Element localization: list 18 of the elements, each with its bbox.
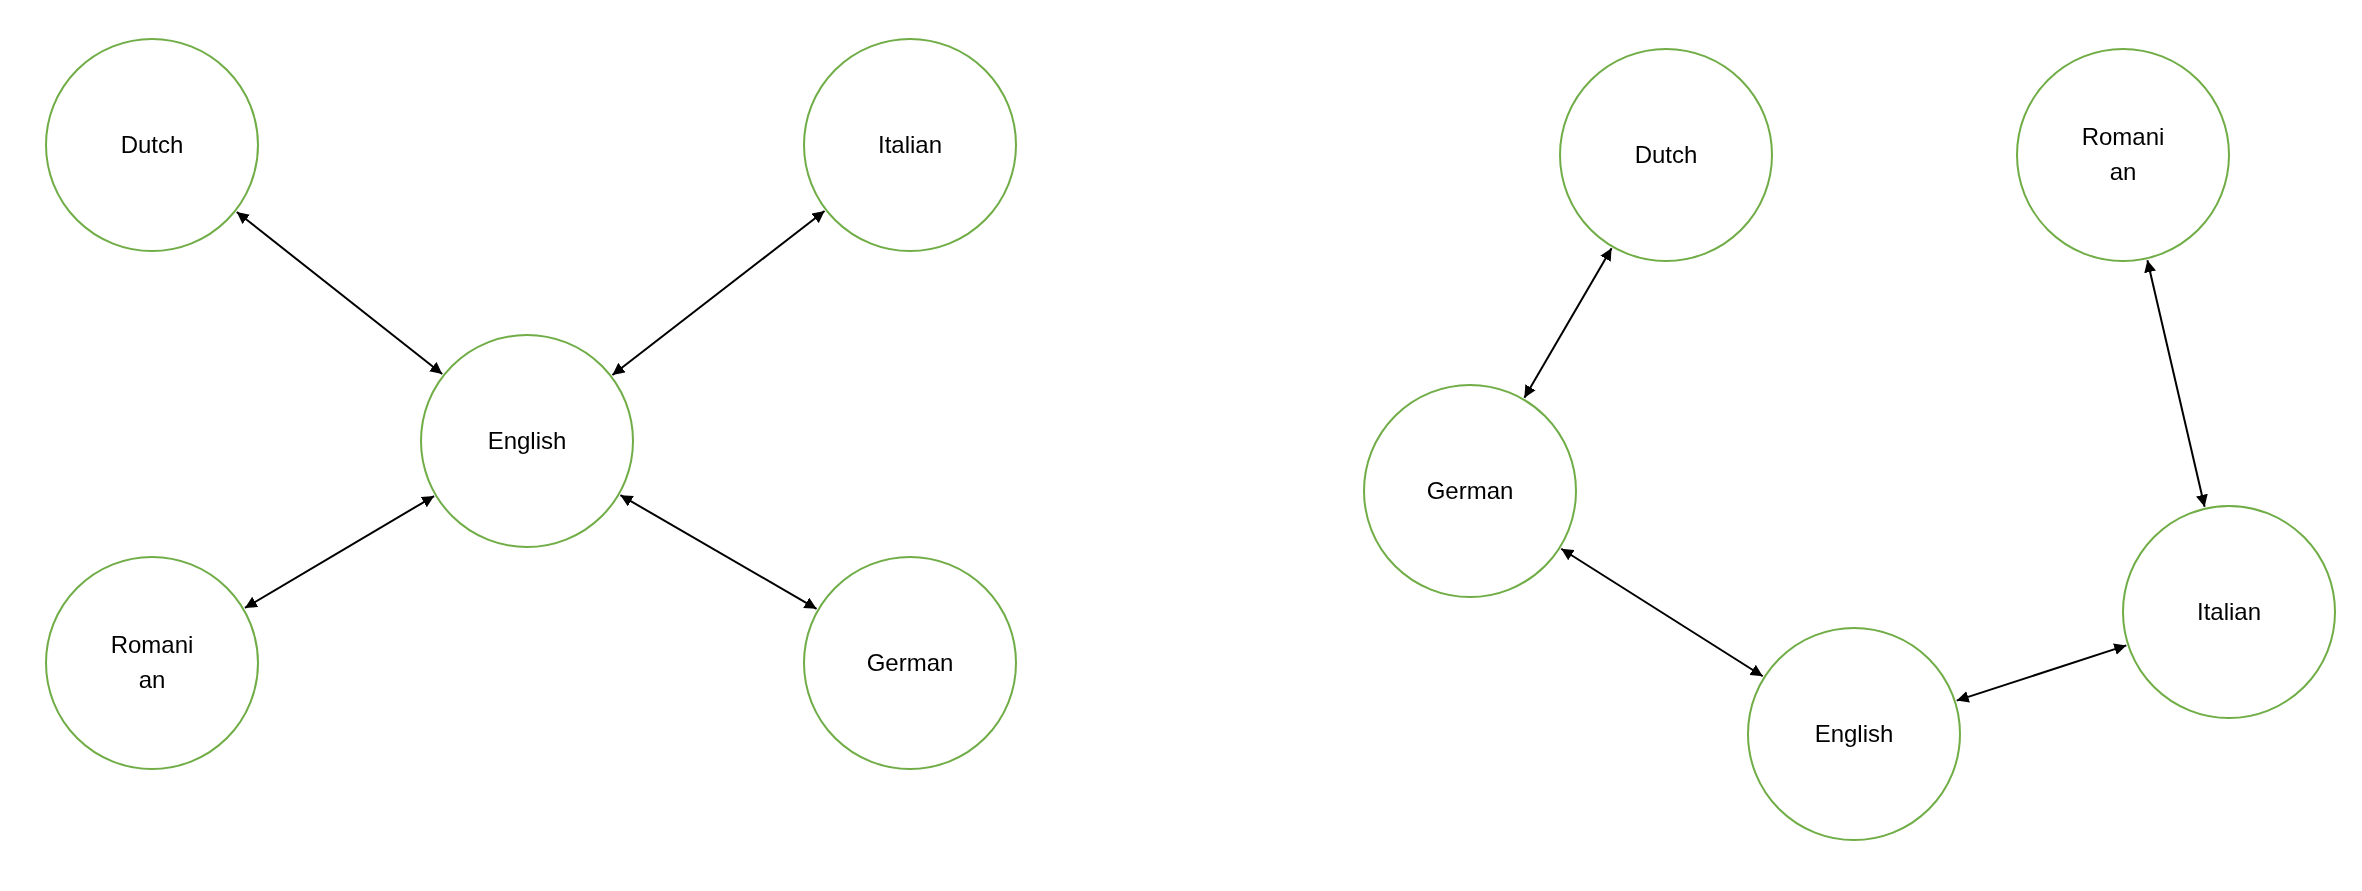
language-name: Dutch	[1633, 139, 1699, 170]
language-name: English	[486, 425, 568, 456]
double-arrow	[2144, 259, 2208, 508]
double-arrow	[243, 495, 436, 609]
double-arrow	[611, 210, 826, 376]
double-arrow	[1523, 247, 1613, 399]
language-name: Italian	[876, 129, 943, 160]
language-name: Romanian	[109, 630, 195, 695]
language-name: Dutch	[119, 129, 185, 160]
language-name: Italian	[2195, 596, 2262, 627]
double-arrow	[1560, 547, 1764, 678]
language-name: German	[1426, 475, 1514, 506]
language-name: English	[1813, 718, 1895, 749]
double-arrow	[1955, 643, 2128, 703]
language-name: Romanian	[2080, 122, 2166, 187]
language-name: German	[866, 647, 954, 678]
double-arrow	[235, 210, 444, 376]
double-arrow	[619, 494, 818, 610]
